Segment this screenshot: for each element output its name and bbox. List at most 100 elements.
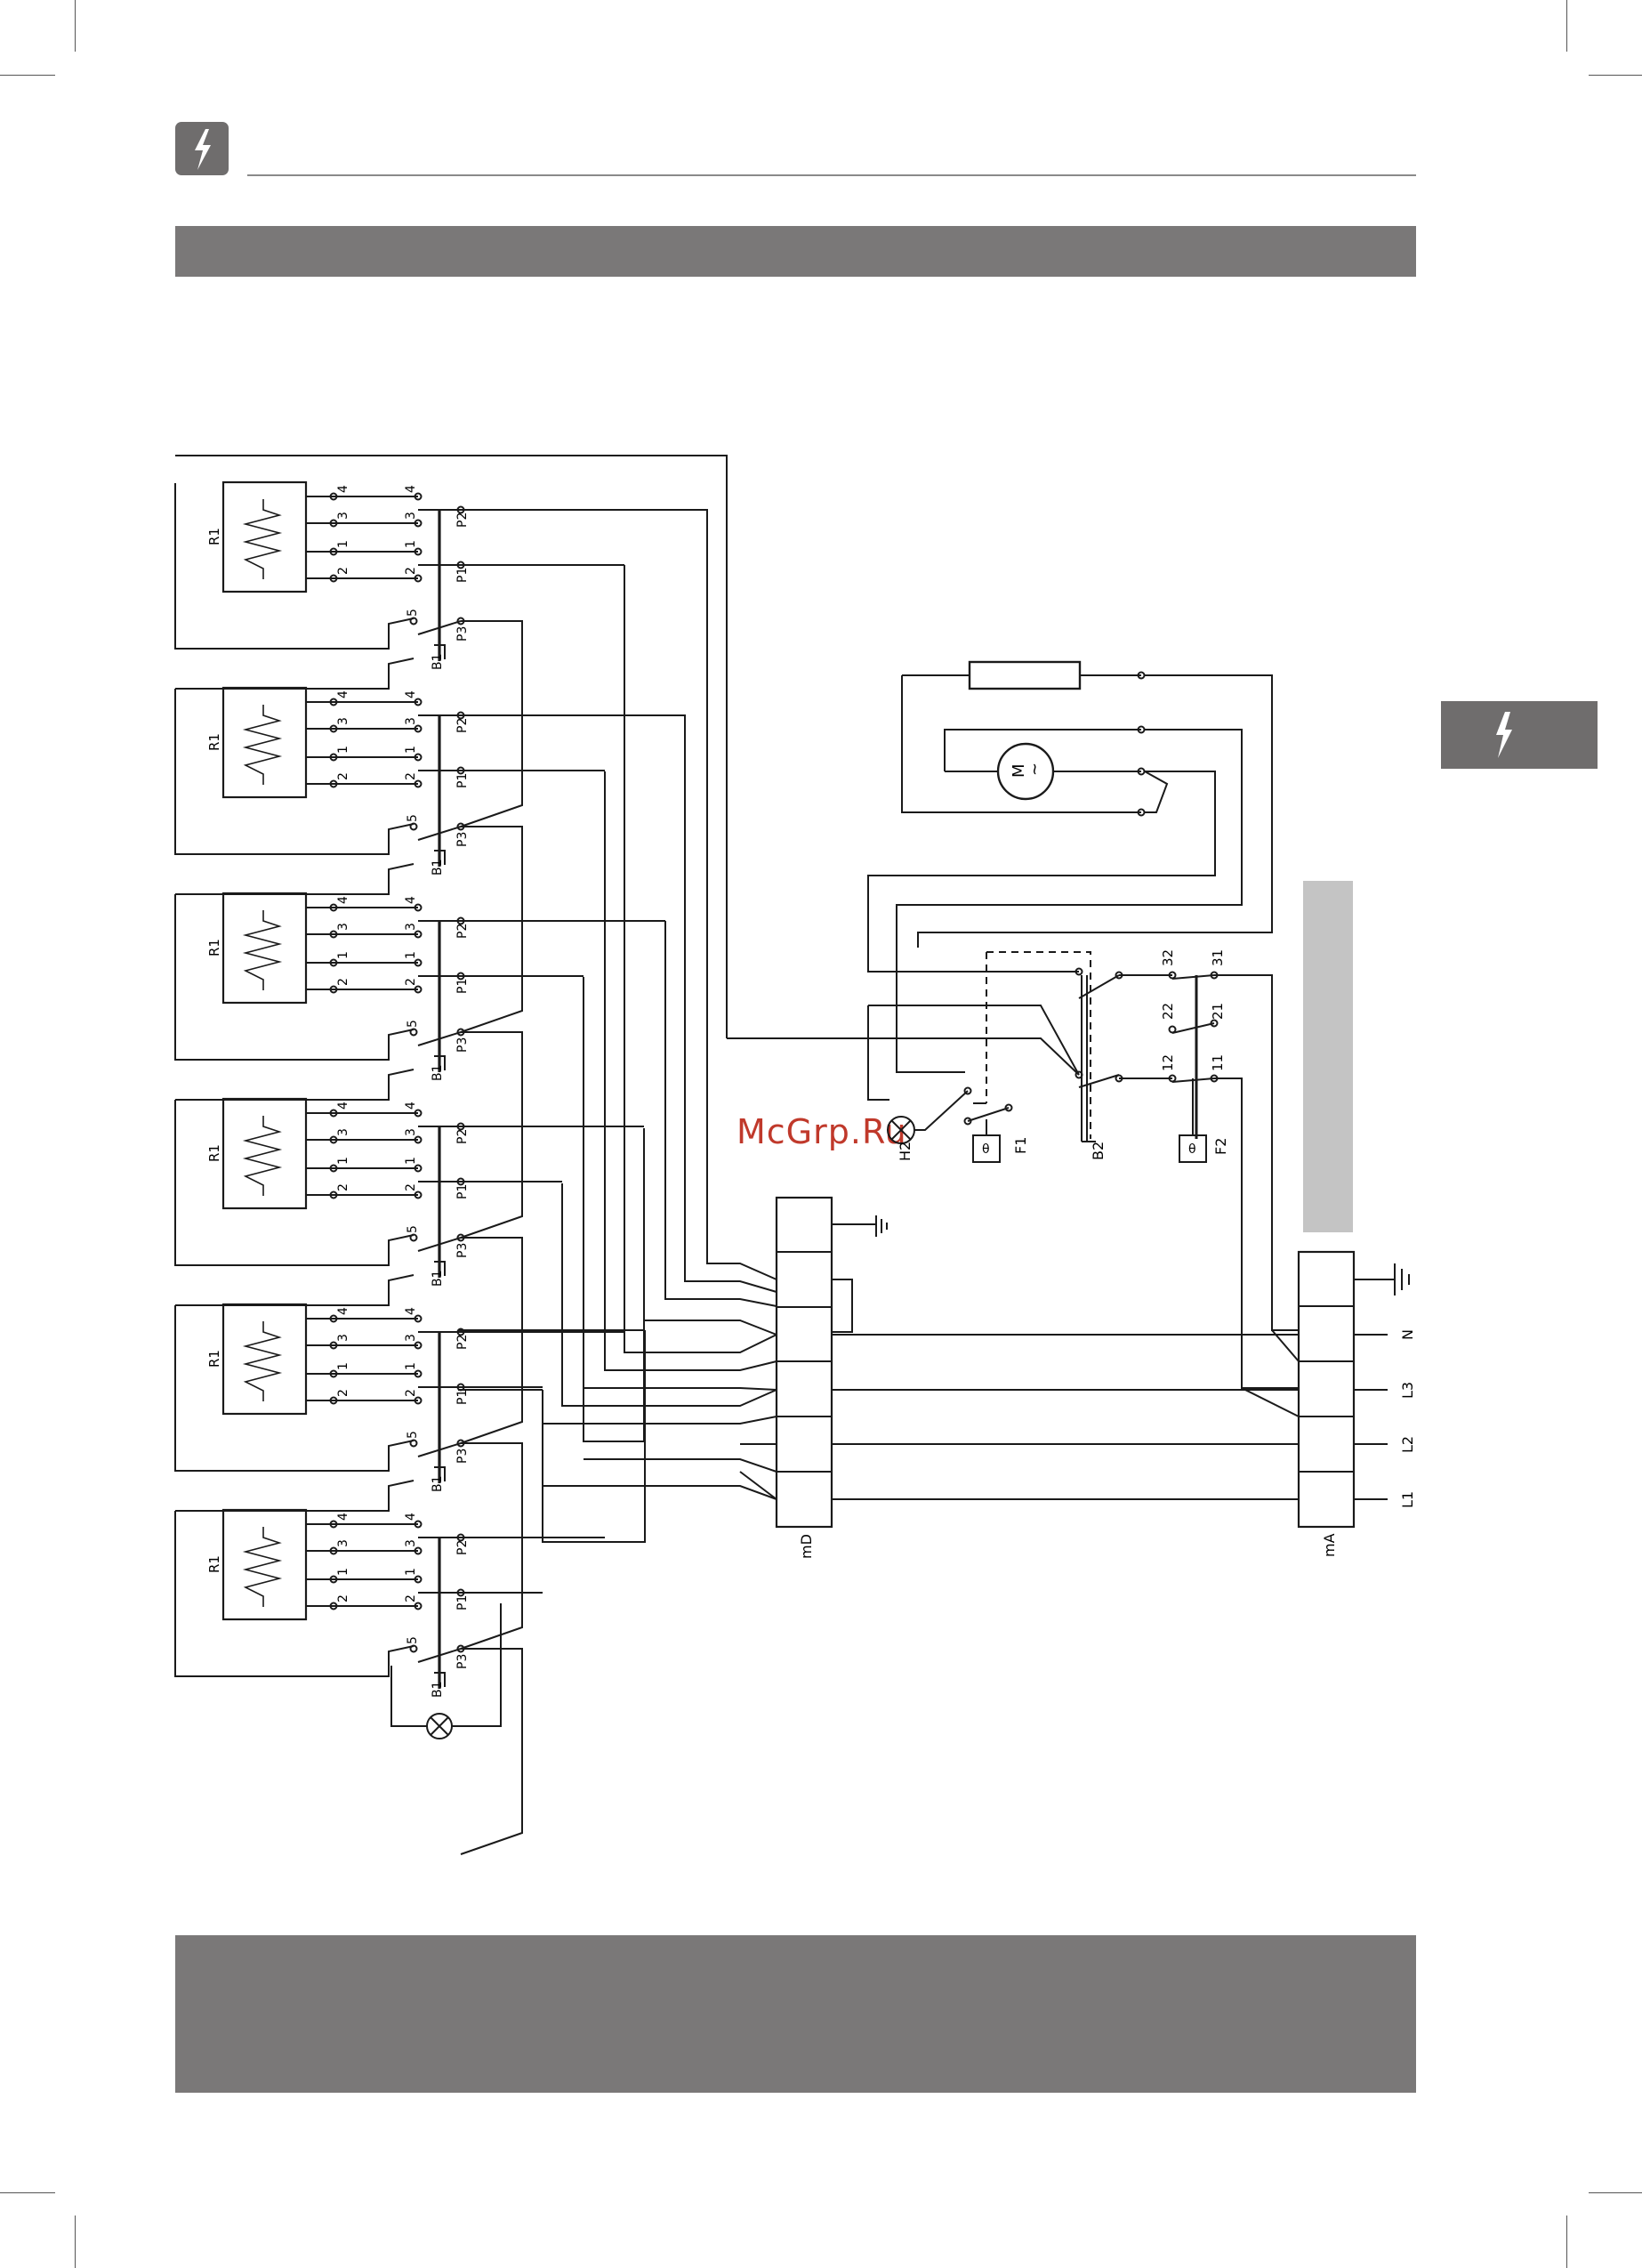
terminal-number: 3 xyxy=(336,1334,350,1342)
terminal-number: 2 xyxy=(336,772,350,780)
line-l1: L1 xyxy=(1399,1491,1416,1508)
terminal-number: 3 xyxy=(404,923,418,931)
terminal-number: 2 xyxy=(404,567,418,575)
terminal-number: 4 xyxy=(336,896,350,904)
contact-31: 31 xyxy=(1210,949,1226,966)
ma-label: mA xyxy=(1321,1533,1338,1557)
switch-number-5: 5 xyxy=(406,609,420,617)
h2-label: H2 xyxy=(897,1142,914,1161)
contact-p3: P3 xyxy=(455,1037,470,1053)
terminal-number: 1 xyxy=(404,951,418,959)
contact-p3: P3 xyxy=(455,832,470,847)
terminal-number: 3 xyxy=(404,1539,418,1547)
terminal-number: 4 xyxy=(336,485,350,493)
terminal-number: 3 xyxy=(336,512,350,520)
thermostat-b1: B1 xyxy=(431,1270,445,1287)
terminal-number: 3 xyxy=(336,717,350,725)
terminal-number: 4 xyxy=(404,1102,418,1110)
heater-label: R1 xyxy=(206,939,222,956)
terminal-number: 3 xyxy=(336,923,350,931)
terminal-number: 2 xyxy=(336,567,350,575)
thermostat-b1: B1 xyxy=(431,653,445,670)
thermostat-b1: B1 xyxy=(431,1064,445,1081)
contact-32: 32 xyxy=(1160,949,1176,966)
terminal-number: 4 xyxy=(336,1102,350,1110)
contact-p2: P2 xyxy=(455,1129,470,1144)
resistor-zigzag xyxy=(245,1321,279,1401)
contact-p2: P2 xyxy=(455,1540,470,1555)
contact-p1: P1 xyxy=(455,568,470,583)
terminal-number: 2 xyxy=(336,1183,350,1191)
contact-p2: P2 xyxy=(455,513,470,528)
terminal-number: 3 xyxy=(336,1128,350,1136)
terminal-number: 4 xyxy=(404,896,418,904)
switch-number-5: 5 xyxy=(406,1020,420,1028)
terminal-number: 4 xyxy=(404,1307,418,1315)
terminal-number: 1 xyxy=(336,1362,350,1370)
switch-number-5: 5 xyxy=(406,1225,420,1233)
terminal-number: 2 xyxy=(404,772,418,780)
safety-circuit: H2 θ F1 B2 θ F2 32 31 22 21 12 11 xyxy=(727,949,1299,1388)
terminal-number: 3 xyxy=(404,717,418,725)
terminal-number: 2 xyxy=(404,1389,418,1397)
contact-p1: P1 xyxy=(455,773,470,788)
heater-label: R1 xyxy=(206,1144,222,1162)
terminal-number: 4 xyxy=(404,690,418,698)
resistor-zigzag xyxy=(245,705,279,785)
heater-label: R1 xyxy=(206,733,222,751)
terminal-number: 4 xyxy=(404,1513,418,1521)
contact-p2: P2 xyxy=(455,1335,470,1350)
switch-number-5: 5 xyxy=(406,1431,420,1439)
terminal-number: 1 xyxy=(336,1568,350,1576)
terminal-number: 3 xyxy=(404,1128,418,1136)
contact-p2: P2 xyxy=(455,718,470,733)
contact-p1: P1 xyxy=(455,1390,470,1405)
terminal-number: 4 xyxy=(336,1513,350,1521)
contact-p1: P1 xyxy=(455,1595,470,1610)
terminal-number: 1 xyxy=(404,1157,418,1165)
f1-theta: θ xyxy=(982,1142,990,1157)
terminal-number: 2 xyxy=(336,1594,350,1602)
line-l3: L3 xyxy=(1399,1382,1416,1399)
terminal-number: 4 xyxy=(336,690,350,698)
f2-label: F2 xyxy=(1212,1138,1229,1155)
b2-label: B2 xyxy=(1090,1142,1107,1160)
line-l2: L2 xyxy=(1399,1436,1416,1453)
terminal-number: 3 xyxy=(404,1334,418,1342)
contact-22: 22 xyxy=(1160,1003,1176,1020)
heater-label: R1 xyxy=(206,528,222,545)
terminal-number: 1 xyxy=(404,1362,418,1370)
terminal-number: 4 xyxy=(404,485,418,493)
f1-label: F1 xyxy=(1012,1137,1029,1154)
contact-p3: P3 xyxy=(455,626,470,642)
terminal-number: 1 xyxy=(404,540,418,548)
terminal-number: 2 xyxy=(336,1389,350,1397)
thermostat-b1: B1 xyxy=(431,1681,445,1698)
terminal-number: 1 xyxy=(336,746,350,754)
heater-label: R1 xyxy=(206,1555,222,1573)
thermostat-b1: B1 xyxy=(431,1475,445,1492)
terminal-number: 1 xyxy=(336,540,350,548)
terminal-block-ma: mA N L3 L2 L1 xyxy=(1299,1252,1416,1557)
terminal-number: 1 xyxy=(404,1568,418,1576)
contact-11: 11 xyxy=(1210,1054,1226,1071)
contact-p2: P2 xyxy=(455,924,470,939)
contact-p3: P3 xyxy=(455,1654,470,1669)
terminal-block-md: mD xyxy=(777,1198,887,1559)
terminal-number: 3 xyxy=(336,1539,350,1547)
heater-module: R1443311225P2P1P3B1 xyxy=(175,1481,605,1854)
terminal-number: 2 xyxy=(404,978,418,986)
lamp-bottom xyxy=(391,1603,501,1739)
contact-p3: P3 xyxy=(455,1243,470,1258)
contact-p1: P1 xyxy=(455,979,470,994)
heater-module: R1443311225P2P1P3B1 xyxy=(175,1275,624,1649)
resistor-zigzag xyxy=(245,1527,279,1607)
contact-12: 12 xyxy=(1160,1054,1176,1071)
terminal-number: 2 xyxy=(404,1183,418,1191)
contact-p1: P1 xyxy=(455,1184,470,1199)
terminal-number: 3 xyxy=(404,512,418,520)
switch-number-5: 5 xyxy=(406,1636,420,1644)
heater-module: R1443311225P2P1P3B1 xyxy=(175,1069,644,1443)
